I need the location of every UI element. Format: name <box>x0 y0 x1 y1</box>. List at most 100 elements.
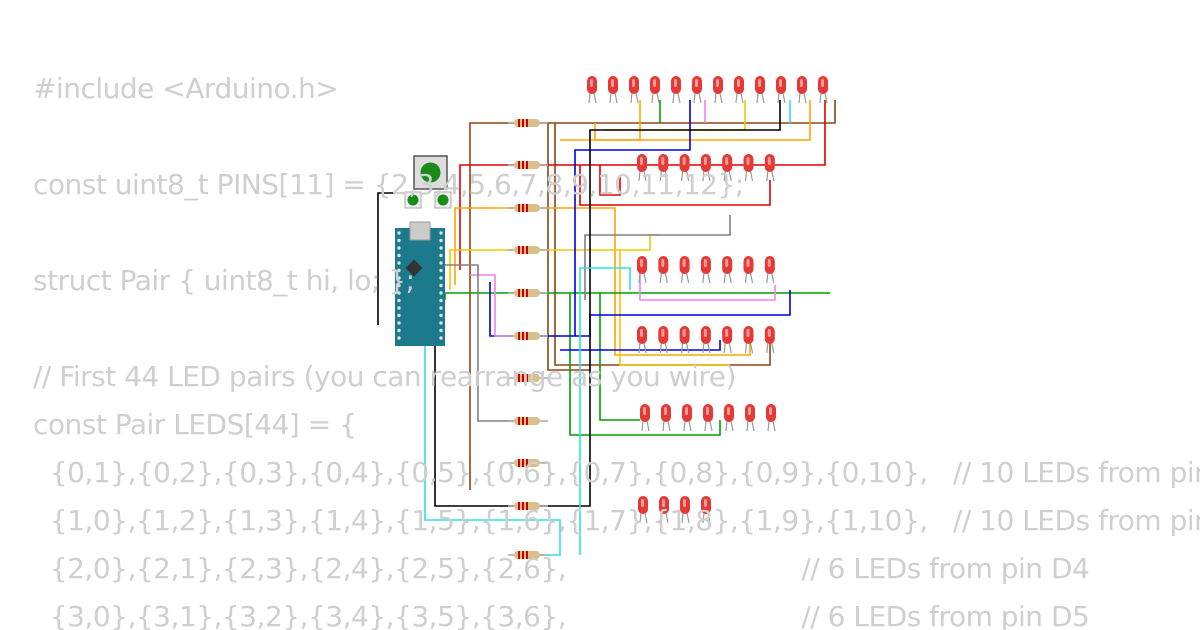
led-leg <box>772 420 776 432</box>
led-leg <box>766 342 769 354</box>
led-leg <box>659 170 662 182</box>
led-highlight <box>653 79 656 87</box>
resistor-band <box>526 459 528 467</box>
resistor-band <box>522 161 524 169</box>
led-leg <box>638 342 641 354</box>
wire <box>599 293 640 421</box>
resistor-band <box>526 204 528 212</box>
led-leg <box>686 170 690 182</box>
led-leg <box>707 342 711 354</box>
small-button-cap[interactable] <box>437 194 449 206</box>
led-leg <box>683 420 686 432</box>
led-leg <box>638 272 641 284</box>
led-highlight <box>674 79 677 87</box>
wire <box>569 293 721 436</box>
led-highlight <box>737 79 740 87</box>
resistor-band <box>526 551 528 559</box>
resistor-band <box>518 289 520 297</box>
resistor-band <box>522 459 524 467</box>
resistor-band <box>522 502 524 510</box>
pin <box>397 283 401 288</box>
pin <box>397 253 401 258</box>
led-leg <box>744 272 748 284</box>
led-highlight <box>661 259 665 267</box>
wire <box>560 340 721 351</box>
led-leg <box>614 92 618 104</box>
led-leg <box>746 420 749 432</box>
resistor-band <box>518 332 520 340</box>
led-leg <box>709 420 713 432</box>
led-leg <box>593 92 597 104</box>
led-leg <box>646 420 650 432</box>
pin <box>439 328 443 333</box>
led-leg <box>707 272 711 284</box>
led-highlight <box>703 259 707 267</box>
led-leg <box>704 420 707 432</box>
led-leg <box>761 92 765 104</box>
led-highlight <box>632 79 635 87</box>
led-leg <box>744 170 748 182</box>
led-leg <box>643 342 647 354</box>
led-leg <box>664 170 668 182</box>
resistor-band <box>518 417 520 425</box>
resistor-band <box>522 551 524 559</box>
pin <box>439 246 443 250</box>
pin <box>397 328 401 333</box>
led-highlight <box>821 79 824 87</box>
led-highlight <box>767 329 771 337</box>
led-leg <box>728 272 732 284</box>
led-highlight <box>683 499 686 507</box>
led-leg <box>730 420 734 432</box>
wire <box>574 100 691 336</box>
led-highlight <box>725 157 729 165</box>
led-highlight <box>682 329 686 337</box>
led-highlight <box>661 329 665 337</box>
led-highlight <box>682 157 686 165</box>
pin <box>397 238 401 243</box>
led-highlight <box>611 79 614 87</box>
wire <box>605 100 746 131</box>
led-leg <box>702 342 705 354</box>
led-leg <box>756 92 759 104</box>
pushbutton-cap[interactable] <box>420 162 441 183</box>
resistor-band <box>518 119 520 127</box>
led-leg <box>819 92 822 104</box>
led-leg <box>672 92 675 104</box>
resistor-band <box>526 502 528 510</box>
pin <box>397 336 401 340</box>
wire <box>438 264 515 422</box>
led-leg <box>681 342 684 354</box>
led-highlight <box>662 499 665 507</box>
led-leg <box>635 92 639 104</box>
led-leg <box>651 92 654 104</box>
led-leg <box>766 170 769 182</box>
led-leg <box>771 342 775 354</box>
arduino-nano[interactable] <box>395 228 445 346</box>
pin <box>439 238 443 243</box>
led-leg <box>707 170 711 182</box>
led-highlight <box>704 499 707 507</box>
led-leg <box>659 342 662 354</box>
led-leg <box>728 170 732 182</box>
wire <box>599 165 621 196</box>
pin <box>397 231 401 235</box>
pin <box>397 261 401 265</box>
led-leg <box>702 170 705 182</box>
led-leg <box>693 92 696 104</box>
resistor-band <box>522 246 524 254</box>
led-leg <box>681 272 684 284</box>
led-highlight <box>727 407 730 415</box>
pin <box>397 313 401 318</box>
led-leg <box>681 170 684 182</box>
led-highlight <box>664 407 667 415</box>
led-highlight <box>640 259 643 267</box>
led-leg <box>766 272 769 284</box>
led-highlight <box>643 407 646 415</box>
led-highlight <box>746 259 750 267</box>
small-button-cap[interactable] <box>407 194 419 206</box>
resistor-band <box>522 417 524 425</box>
resistor-band <box>518 161 520 169</box>
pin <box>439 298 443 303</box>
pin <box>439 253 443 258</box>
wire <box>619 250 730 366</box>
